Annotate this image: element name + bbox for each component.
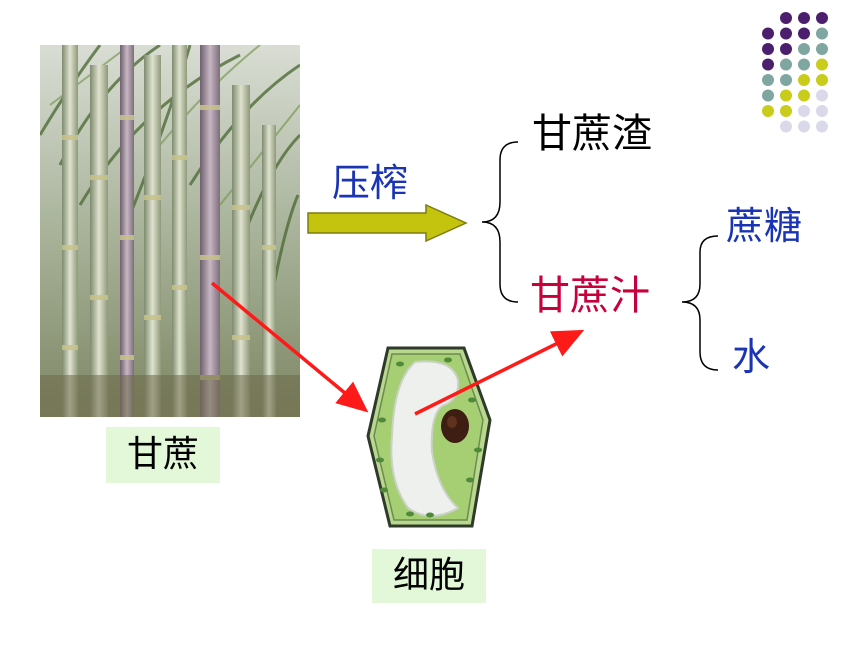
decorative-dot	[798, 27, 810, 40]
decorative-dot	[762, 27, 774, 40]
decorative-dot	[816, 120, 828, 133]
water-label: 水	[732, 335, 771, 379]
juice-label: 甘蔗汁	[530, 273, 650, 319]
sucrose-label: 蔗糖	[726, 204, 803, 248]
decorative-dot	[780, 89, 792, 102]
decorative-dot	[798, 74, 810, 86]
decorative-dot	[798, 105, 810, 117]
decorative-dot	[762, 43, 774, 55]
brace-juice-components	[681, 235, 719, 371]
decorative-dot	[816, 27, 828, 40]
decorative-dot	[816, 105, 828, 117]
decorative-dot	[798, 89, 810, 102]
plant-cell-illustration	[366, 346, 492, 528]
bagasse-label: 甘蔗渣	[532, 111, 652, 157]
decorative-dot	[798, 12, 810, 24]
sugarcane-photo	[40, 45, 300, 417]
decorative-dot	[780, 12, 792, 24]
decorative-dot	[798, 58, 810, 71]
sugarcane-label: 甘蔗	[106, 427, 220, 483]
decorative-dot	[816, 74, 828, 86]
decorative-dot	[816, 12, 828, 24]
press-arrow-icon	[307, 203, 468, 243]
decorative-dot	[816, 58, 828, 71]
decorative-dot	[762, 105, 774, 117]
decorative-dot	[816, 43, 828, 55]
decorative-dot	[780, 58, 792, 71]
brace-products	[481, 141, 519, 303]
decorative-dot	[762, 89, 774, 102]
decorative-dot	[816, 89, 828, 102]
decorative-dot	[780, 105, 792, 117]
decorative-dot	[798, 120, 810, 133]
decorative-dot	[780, 74, 792, 86]
decorative-dot	[798, 43, 810, 55]
cell-label-text: 细胞	[392, 555, 465, 596]
decorative-dot	[762, 58, 774, 71]
decorative-dot	[762, 74, 774, 86]
decorative-dot-grid-icon	[762, 12, 828, 133]
decorative-dot	[780, 120, 792, 133]
cell-label: 细胞	[372, 549, 486, 603]
sugarcane-label-text: 甘蔗	[126, 434, 199, 475]
press-label: 压榨	[332, 161, 409, 205]
decorative-dot	[780, 27, 792, 40]
decorative-dot	[780, 43, 792, 55]
